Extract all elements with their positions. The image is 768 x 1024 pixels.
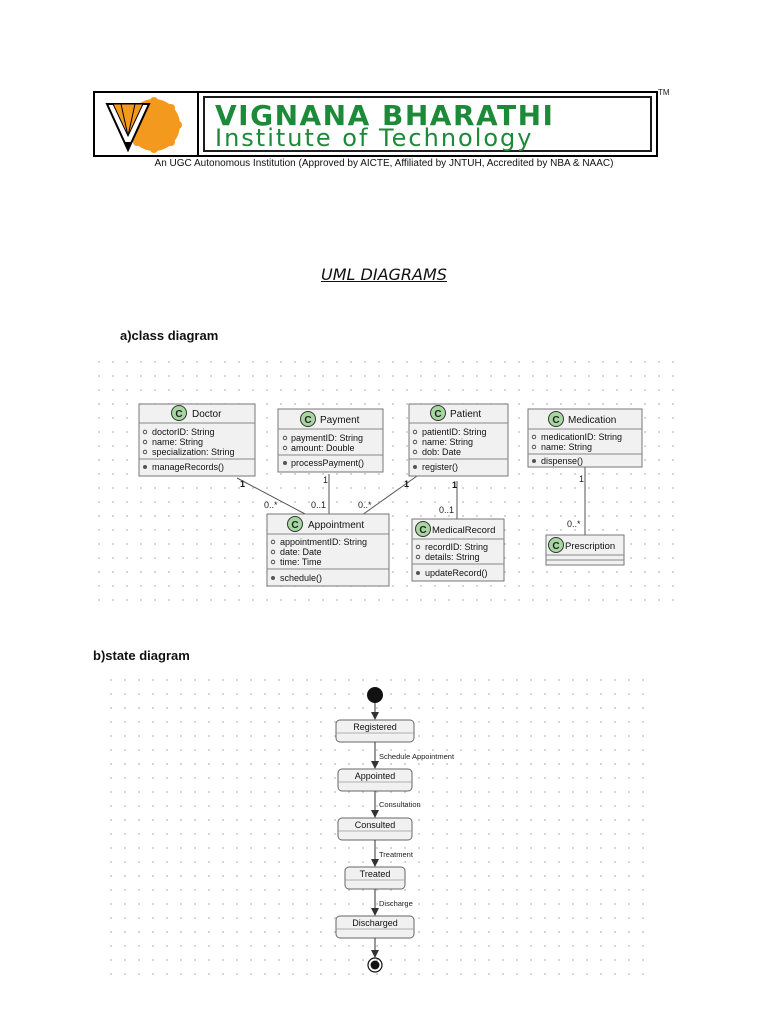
class-icon-letter: C	[291, 520, 298, 531]
class-attribute: patientID: String	[422, 427, 487, 437]
brand-name: VIGNANA BHARATHI	[215, 99, 555, 132]
class-name: Appointment	[308, 520, 364, 531]
mult-payment-appt-end: 0..1	[311, 500, 326, 510]
class-doctor: C Doctor doctorID: String name: String s…	[138, 403, 256, 477]
transition-label: Consultation	[379, 800, 421, 809]
final-state	[367, 957, 383, 973]
class-diagram-label: a)class diagram	[120, 328, 219, 343]
pencil-icon	[105, 103, 151, 153]
mult-patient-appt-end: 0..*	[358, 500, 372, 510]
class-name: Medication	[568, 415, 616, 426]
class-icon-letter: C	[552, 415, 559, 426]
mult-payment-end: 1	[323, 475, 328, 485]
state-treated: Treated	[344, 866, 406, 890]
assoc-patient-appointment	[361, 475, 418, 516]
header-divider	[197, 93, 199, 155]
state-appointed: Appointed	[337, 768, 413, 792]
state-discharged: Discharged	[335, 915, 415, 939]
class-prescription: C Prescription	[545, 534, 625, 566]
class-method: manageRecords()	[152, 462, 224, 472]
assoc-doctor-appointment	[236, 477, 308, 516]
mult-record-end: 0..1	[439, 505, 454, 515]
brand-box: VIGNANA BHARATHI Institute of Technology	[203, 96, 652, 152]
class-name: Doctor	[192, 409, 222, 420]
class-method: schedule()	[280, 573, 322, 583]
institution-header: VIGNANA BHARATHI Institute of Technology	[93, 91, 658, 157]
class-attribute: medicationID: String	[541, 432, 622, 442]
class-name: Payment	[320, 415, 360, 426]
institution-logo	[105, 97, 182, 153]
transition-label: Schedule Appointment	[379, 752, 455, 761]
mult-patient-end: 1	[404, 479, 409, 489]
class-medication: C Medication medicationID: String name: …	[527, 408, 643, 468]
mult-prescription-end: 0..*	[567, 519, 581, 529]
state-registered: Registered	[335, 719, 415, 743]
state-diagram-label: b)state diagram	[93, 648, 190, 663]
class-name: MedicalRecord	[432, 525, 495, 536]
class-attribute: recordID: String	[425, 542, 488, 552]
state-consulted: Consulted	[337, 817, 413, 841]
trademark: TM	[658, 88, 670, 97]
class-attribute: date: Date	[280, 547, 322, 557]
class-icon-letter: C	[434, 409, 441, 420]
class-attribute: specialization: String	[152, 447, 235, 457]
class-medicalrecord: C MedicalRecord recordID: String details…	[411, 518, 505, 582]
class-attribute: details: String	[425, 552, 480, 562]
mult-doctor-appt-end: 0..*	[264, 500, 278, 510]
class-patient: C Patient patientID: String name: String…	[408, 403, 509, 477]
transition-label: Treatment	[379, 850, 414, 859]
state-diagram-canvas: Registered Schedule Appointment Appointe…	[335, 687, 455, 973]
brand-subname: Institute of Technology	[215, 124, 534, 152]
state-label: Treated	[360, 869, 391, 879]
mult-patient-record-end: 1	[452, 480, 457, 490]
class-method: register()	[422, 462, 458, 472]
institution-subtitle: An UGC Autonomous Institution (Approved …	[154, 158, 614, 169]
mult-doctor-end: 1	[240, 479, 245, 489]
class-icon-letter: C	[419, 525, 426, 536]
class-attribute: appointmentID: String	[280, 537, 367, 547]
class-attribute: amount: Double	[291, 443, 355, 453]
class-attribute: dob: Date	[422, 447, 461, 457]
class-diagram: 1 0..* 1 0..1 1 0..* 1 0..1 1 0..* C Doc…	[92, 355, 678, 613]
class-method: processPayment()	[291, 458, 364, 468]
mult-medication-end: 1	[579, 474, 584, 484]
class-method: updateRecord()	[425, 568, 488, 578]
class-attribute: doctorID: String	[152, 427, 215, 437]
class-attribute: name: String	[152, 437, 203, 447]
class-attribute: name: String	[541, 442, 592, 452]
class-attribute: paymentID: String	[291, 433, 363, 443]
page-title-text: UML DIAGRAMS	[321, 265, 447, 284]
class-method: dispense()	[541, 456, 583, 466]
class-name: Prescription	[565, 541, 615, 552]
class-icon-letter: C	[552, 541, 559, 552]
class-payment: C Payment paymentID: String amount: Doub…	[277, 408, 384, 473]
class-appointment: C Appointment appointmentID: String date…	[266, 513, 390, 587]
class-icon-letter: C	[304, 415, 311, 426]
state-label: Appointed	[355, 771, 396, 781]
class-name: Patient	[450, 409, 481, 420]
class-diagram-canvas: 1 0..* 1 0..1 1 0..* 1 0..1 1 0..* C Doc…	[138, 403, 643, 587]
transition-label: Discharge	[379, 899, 413, 908]
state-label: Consulted	[355, 820, 396, 830]
class-icon-letter: C	[175, 409, 182, 420]
page-title: UML DIAGRAMS	[0, 265, 768, 285]
state-label: Discharged	[352, 918, 398, 928]
state-label: Registered	[353, 722, 397, 732]
class-attribute: time: Time	[280, 557, 322, 567]
initial-state	[367, 687, 383, 703]
state-diagram: Registered Schedule Appointment Appointe…	[104, 673, 646, 978]
class-attribute: name: String	[422, 437, 473, 447]
